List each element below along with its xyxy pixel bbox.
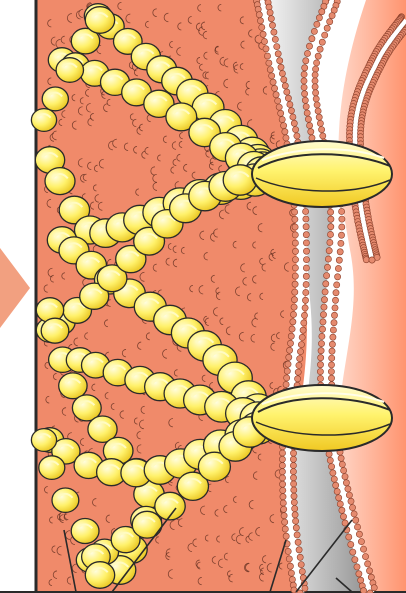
pointer-arrow-icon [0, 248, 30, 328]
desmosome-plaque-bottom [252, 385, 392, 451]
desmosome-plaque-top [252, 141, 392, 207]
